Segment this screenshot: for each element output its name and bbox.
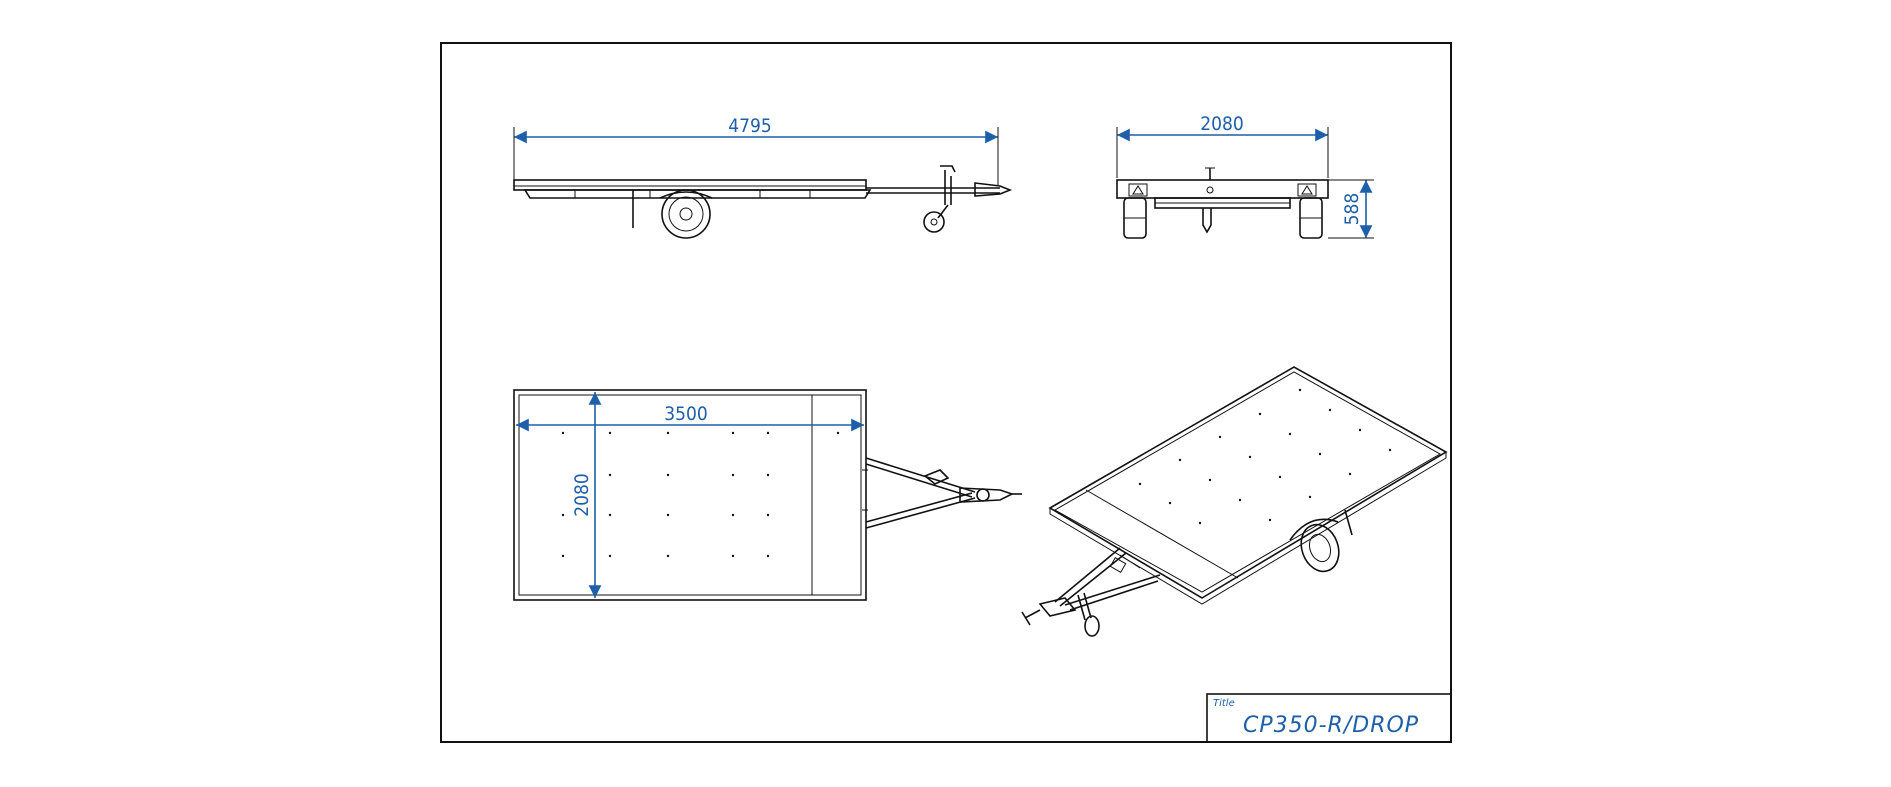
front-view-height-dimension: 588 [1341, 193, 1363, 226]
title-caption: Title [1213, 698, 1235, 709]
top-view-width-dimension: 2080 [571, 473, 593, 517]
drawing-frame [440, 42, 1452, 743]
top-view-length-dimension: 3500 [664, 403, 708, 425]
top-view: 3500 2080 [513, 389, 1022, 601]
side-view: 4795 [513, 115, 1013, 239]
front-view: 2080 588 [1116, 113, 1374, 239]
side-view-length-dimension: 4795 [728, 115, 772, 137]
front-view-width-dimension: 2080 [1200, 113, 1244, 135]
title-block: Title CP350-R/DROP [1206, 693, 1452, 743]
isometric-view [1021, 366, 1448, 637]
drawing-title: CP350-R/DROP [1243, 713, 1419, 738]
